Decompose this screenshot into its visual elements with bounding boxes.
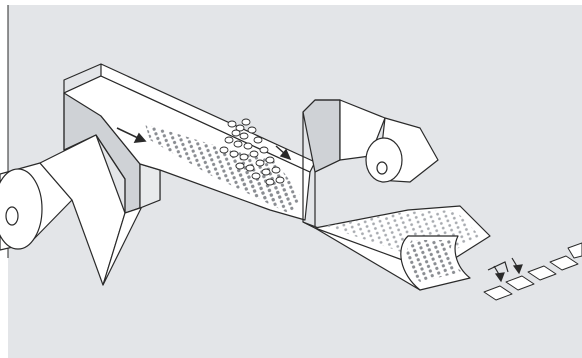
tape-lower [314, 205, 491, 291]
feed-direction-arrow [116, 127, 147, 143]
cover-tape-roll [365, 117, 439, 183]
supply-roll [0, 162, 73, 251]
component-heap [219, 118, 285, 186]
output-components [483, 242, 582, 301]
pick-arrows [487, 257, 523, 283]
drop-arrow [275, 145, 292, 161]
pocket-pattern [145, 124, 300, 214]
